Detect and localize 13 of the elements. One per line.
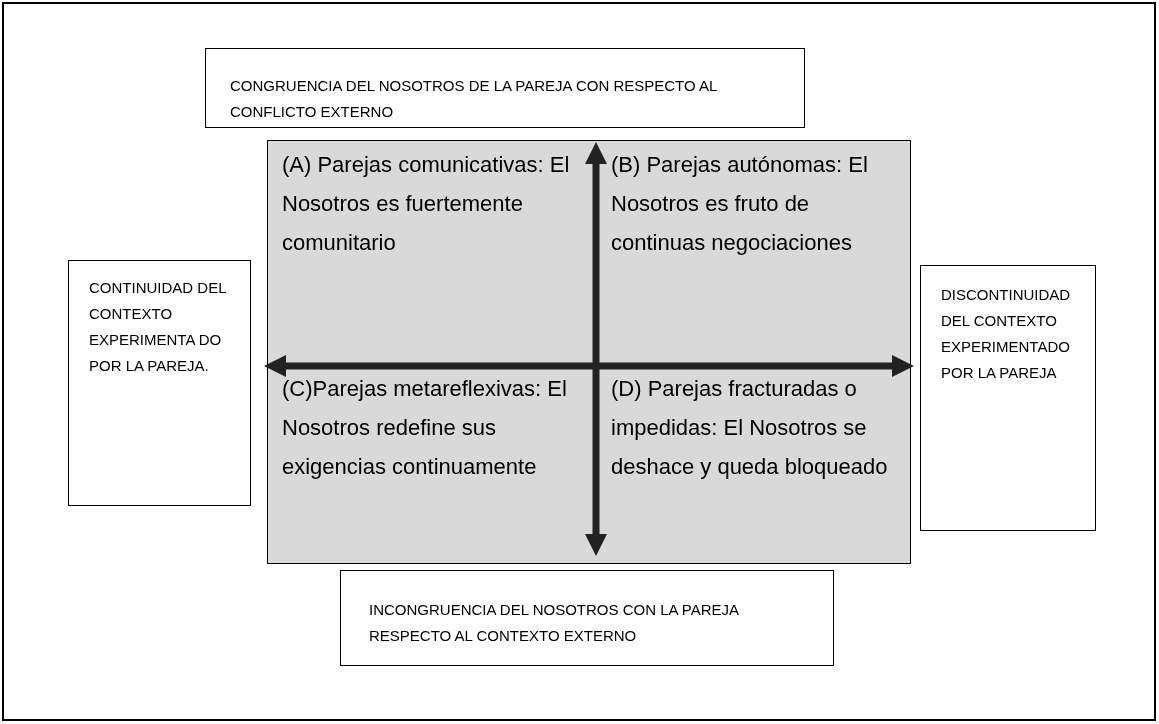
quadrant-text: (D) Parejas fracturadas o impedidas: El Nosotros se deshace y queda bloqueado <box>611 375 889 481</box>
quadrant-text: (B) Parejas autónomas: El Nosotros es fruto de continuas negociaciones <box>611 151 869 257</box>
quadrant-text: (A) Parejas comunicativas: El Nosotros es fuertemente comunitario <box>282 151 571 257</box>
box-text: INCONGRUENCIA DEL NOSOTROS CON LA PAREJA RESPECTO AL CONTEXTO EXTERNO <box>369 600 740 646</box>
text-box <box>68 260 251 506</box>
box-text: CONGRUENCIA DEL NOSOTROS DE LA PAREJA CON RESPECTO AL CONFLICTO EXTERNO <box>230 76 718 122</box>
box-text: CONTINUIDAD DEL CONTEXTO EXPERIMENTA DO POR LA PAREJA. <box>89 278 227 376</box>
box-text: DISCONTINUIDAD DEL CONTEXTO EXPERIMENTADO POR LA PAREJA <box>941 285 1072 383</box>
text-box <box>205 48 805 128</box>
quadrant-text: (C)Parejas metareflexivas: El Nosotros redefine sus exigencias continuamente <box>282 375 568 481</box>
text-box <box>340 570 834 666</box>
quadrant-panel <box>267 140 911 564</box>
text-box <box>920 265 1096 531</box>
